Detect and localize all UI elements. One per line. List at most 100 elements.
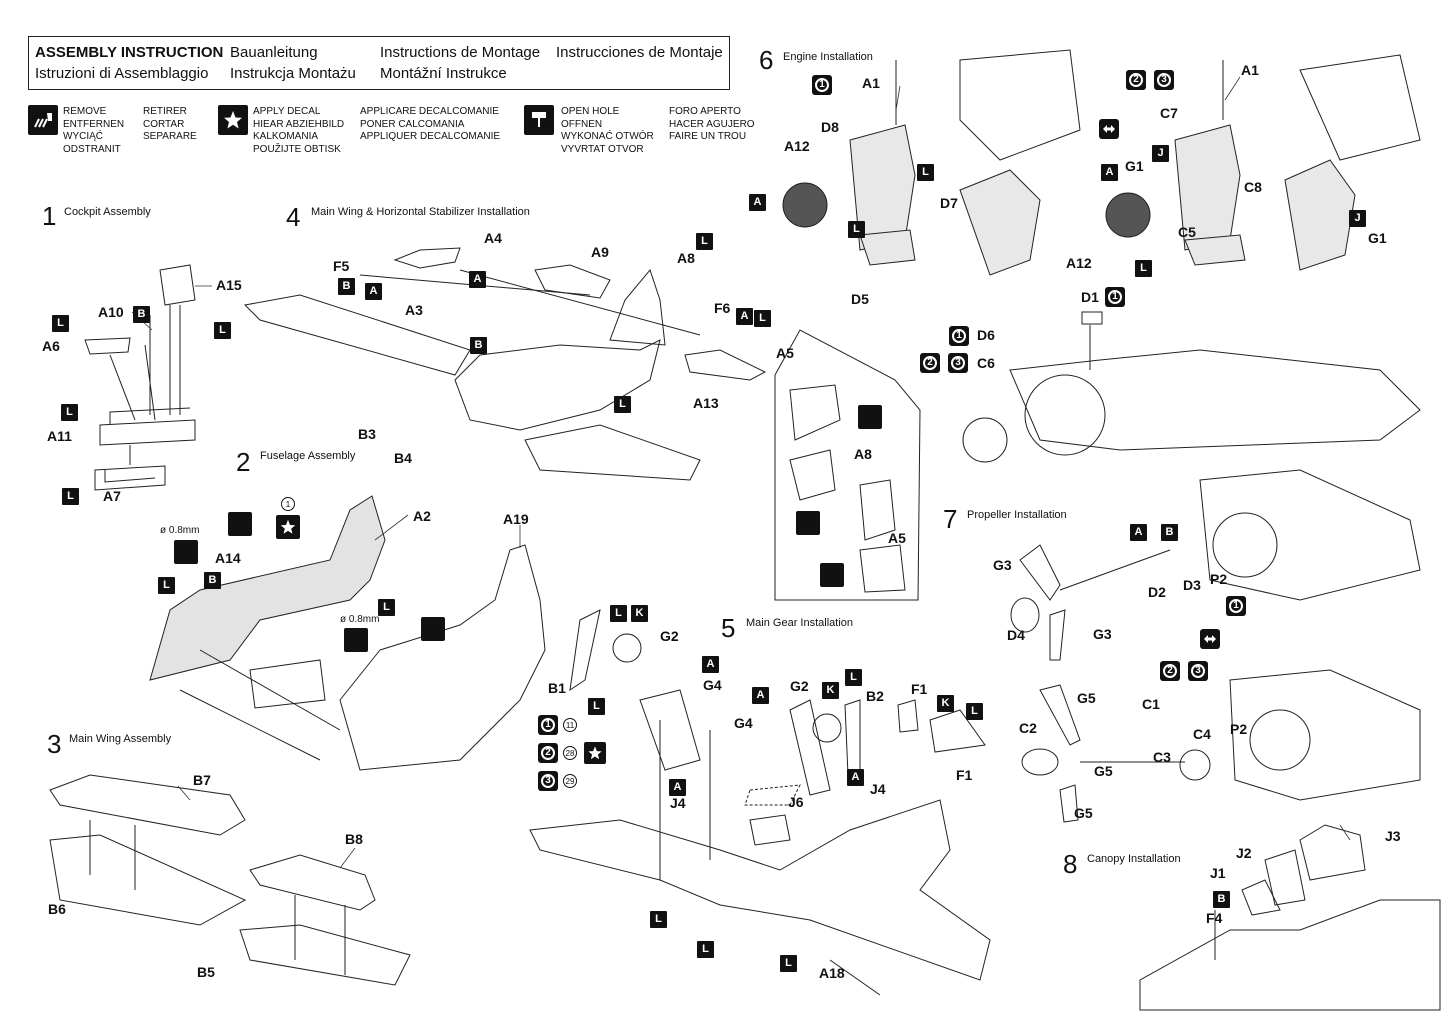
open-hole-icon: [344, 628, 368, 652]
step-4-title: Main Wing & Horizontal Stabilizer Instal…: [311, 206, 530, 218]
badge-l: L: [917, 164, 934, 181]
part-label-j6: J6: [788, 794, 804, 810]
part-label-b6: B6: [48, 901, 66, 917]
open-hole-icon: [174, 540, 198, 564]
part-label-a14: A14: [215, 550, 241, 566]
part-label-j2: J2: [1236, 845, 1252, 861]
step-1-number: 1: [42, 201, 57, 231]
remove-icon: [796, 511, 820, 535]
legend-hole-text: OPEN HOLE OFFNEN WYKONAĆ OTWÓR VYVRTAT O…: [561, 106, 654, 155]
step-8-number: 8: [1063, 849, 1078, 879]
part-label-d2: D2: [1148, 584, 1166, 600]
part-label-c5: C5: [1178, 224, 1196, 240]
badge-a: A: [365, 283, 382, 300]
step-1-title: Cockpit Assembly: [64, 206, 151, 218]
part-label-a1: A1: [862, 75, 880, 91]
badge-l: L: [52, 315, 69, 332]
badge-b: B: [470, 337, 487, 354]
variant-2-icon: 2: [920, 353, 940, 373]
part-label-a15: A15: [216, 277, 242, 293]
badge-l: L: [214, 322, 231, 339]
seat-part-a15: [159, 264, 196, 306]
badge-j: J: [1152, 145, 1169, 162]
badge-l: L: [848, 221, 865, 238]
part-label-c6: C6: [977, 355, 995, 371]
part-label-g5-mid: G5: [1094, 763, 1113, 779]
part-label-d5: D5: [851, 291, 869, 307]
remove-icon: [820, 563, 844, 587]
part-label-b3: B3: [358, 426, 376, 442]
badge-l: L: [697, 941, 714, 958]
part-label-b4: B4: [394, 450, 412, 466]
title-english: ASSEMBLY INSTRUCTION: [35, 44, 224, 61]
title-german: Bauanleitung: [230, 44, 318, 61]
variant-1-icon: 1: [1105, 287, 1125, 307]
part-label-b2: B2: [866, 688, 884, 704]
part-label-j4-right: J4: [870, 781, 886, 797]
title-italian: Istruzioni di Assemblaggio: [35, 65, 209, 82]
step-7-title: Propeller Installation: [967, 509, 1067, 521]
badge-l: L: [1135, 260, 1152, 277]
title-spanish: Instrucciones de Montaje: [556, 44, 723, 61]
drill-size-1: ø 0.8mm: [160, 525, 200, 536]
part-label-p2-lower: P2: [1230, 721, 1248, 737]
step-7-number: 7: [943, 504, 958, 534]
part-label-c4: C4: [1193, 726, 1211, 742]
badge-l: L: [845, 669, 862, 686]
part-label-d7: D7: [940, 195, 958, 211]
part-label-g5-low: G5: [1074, 805, 1093, 821]
title-box: ASSEMBLY INSTRUCTION Bauanleitung Instru…: [28, 36, 730, 90]
part-label-a13: A13: [693, 395, 719, 411]
variant-1-icon: 1: [538, 715, 558, 735]
part-label-g5: G5: [1077, 690, 1096, 706]
part-label-c8: C8: [1244, 179, 1262, 195]
variant-3-icon: 3: [1154, 70, 1174, 90]
part-label-b7: B7: [193, 772, 211, 788]
badge-a: A: [749, 194, 766, 211]
variant-2-icon: 2: [1126, 70, 1146, 90]
part-label-c3: C3: [1153, 749, 1171, 765]
decal-star-icon: [276, 515, 300, 539]
badge-b: B: [1213, 891, 1230, 908]
badge-a: A: [669, 779, 686, 796]
part-label-a19: A19: [503, 511, 529, 527]
step-2-title: Fuselage Assembly: [260, 450, 356, 462]
part-label-d6: D6: [977, 327, 995, 343]
badge-a: A: [1101, 164, 1118, 181]
part-label-g1-right: G1: [1368, 230, 1387, 246]
swap-arrow-icon: [1099, 119, 1119, 139]
remove-icon: [421, 617, 445, 641]
variant-2-icon: 2: [538, 743, 558, 763]
badge-k: K: [631, 605, 648, 622]
legend-hole-text-2: FORO APERTO HACER AGUJERO FAIRE UN TROU: [669, 106, 755, 142]
decal-number: 29: [563, 774, 577, 788]
badge-b: B: [1161, 524, 1178, 541]
badge-l: L: [696, 233, 713, 250]
drill-size-2: ø 0.8mm: [340, 614, 380, 625]
part-label-a12-alt: A12: [1066, 255, 1092, 271]
legend-remove-text: REMOVE ENTFERNEN WYCIĄĆ ODSTRANIT: [63, 106, 125, 155]
part-label-g3-lower: G3: [1093, 626, 1112, 642]
part-label-b1: B1: [548, 680, 566, 696]
part-label-b8: B8: [345, 831, 363, 847]
part-label-f5: F5: [333, 258, 350, 274]
part-label-d4: D4: [1007, 627, 1025, 643]
part-label-a9: A9: [591, 244, 609, 260]
badge-k: K: [937, 695, 954, 712]
part-label-b5: B5: [197, 964, 215, 980]
part-label-g3: G3: [993, 557, 1012, 573]
step-4-number: 4: [286, 202, 301, 232]
part-label-g1: G1: [1125, 158, 1144, 174]
badge-l: L: [61, 404, 78, 421]
step-5-number: 5: [721, 613, 736, 643]
part-label-j4: J4: [670, 795, 686, 811]
remove-icon: [28, 105, 58, 135]
step-8-title: Canopy Installation: [1087, 853, 1181, 865]
part-label-a8-detail: A8: [854, 446, 872, 462]
decal-number: 11: [563, 718, 577, 732]
part-label-f4: F4: [1206, 910, 1223, 926]
variant-1-icon: 1: [1226, 596, 1246, 616]
part-label-f6: F6: [714, 300, 731, 316]
step-6-title: Engine Installation: [783, 51, 873, 63]
variant-1-icon: 1: [812, 75, 832, 95]
